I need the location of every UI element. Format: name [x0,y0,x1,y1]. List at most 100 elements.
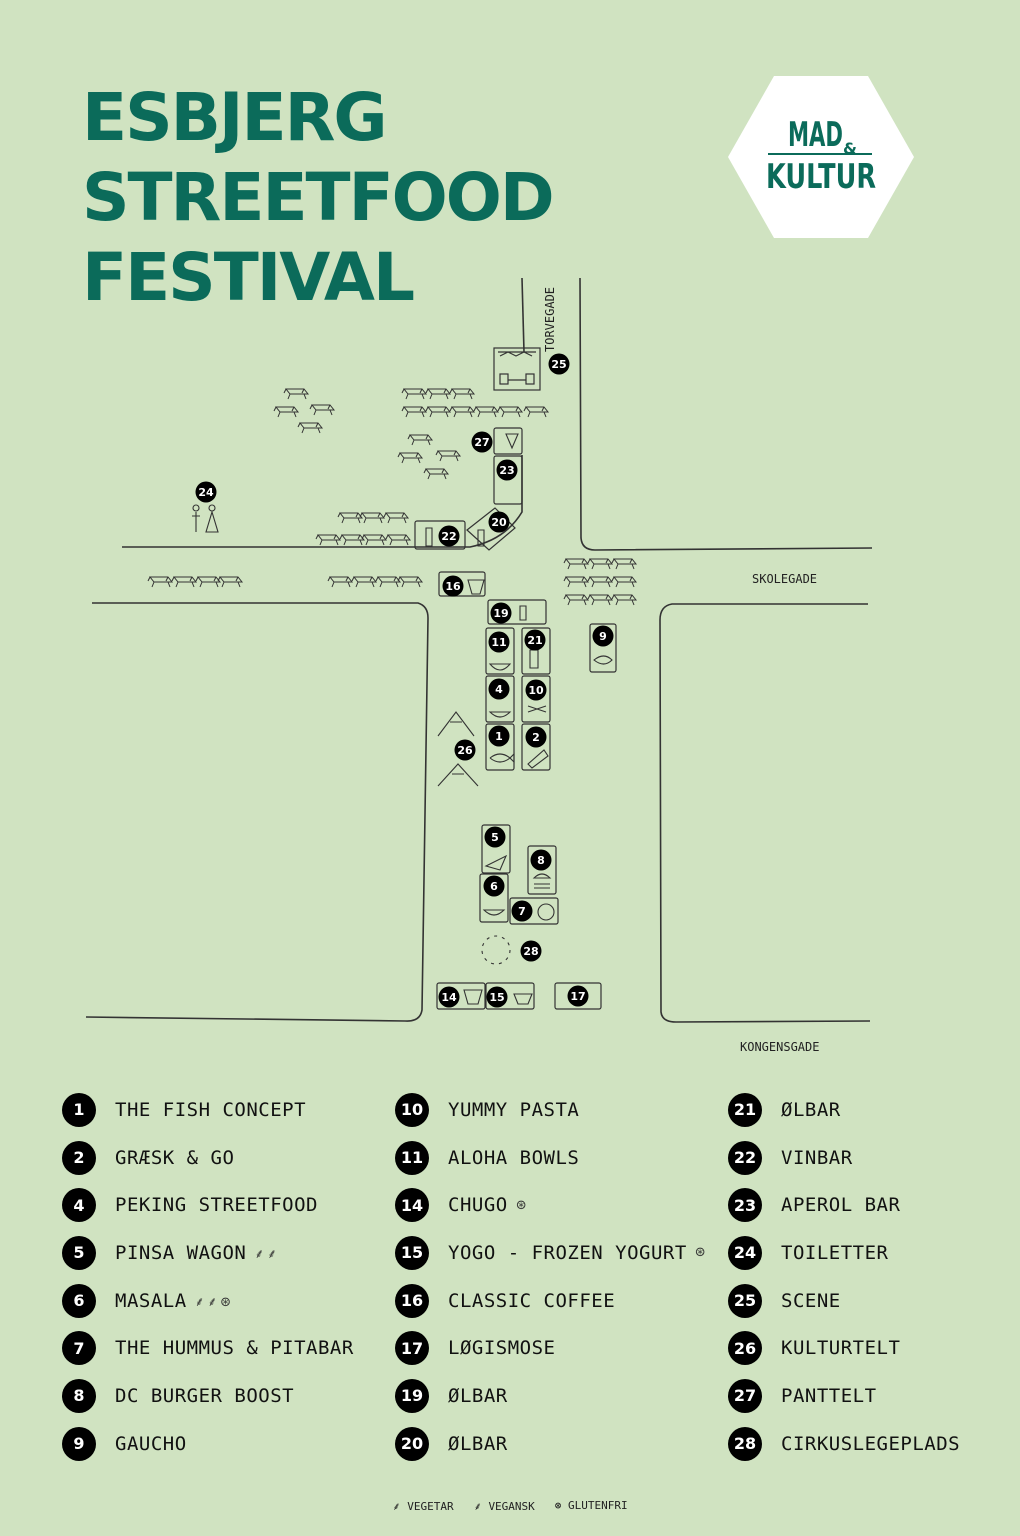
picnic-table-icon [407,434,434,446]
title-line: FESTIVAL [82,239,415,316]
marker-number: 2 [532,731,540,744]
map-marker[interactable]: 11 [488,631,510,653]
picnic-table-icon [425,406,452,418]
map-marker[interactable]: 7 [511,900,533,922]
map-marker[interactable]: 26 [454,739,476,761]
map-marker[interactable]: 23 [496,459,518,481]
picnic-table-icon [383,512,410,524]
marker-circle [548,353,570,375]
map-marker[interactable]: 20 [488,511,510,533]
map-marker[interactable]: 22 [438,525,460,547]
map-marker[interactable]: 19 [490,602,512,624]
marker-circle [195,481,217,503]
marker-number: 19 [493,607,508,620]
street-line [122,455,523,548]
booth-17 [554,982,602,1010]
legend-vendor-name: THE FISH CONCEPT [115,1098,307,1121]
picnic-table-icon [195,576,222,588]
picnic-table-icon [563,558,590,570]
legend-number-badge: 28 [728,1426,762,1461]
festival-title: ESBJERG STREETFOOD FESTIVAL [82,78,555,318]
picnic-table-icon [397,576,424,588]
map-marker[interactable]: 10 [525,679,547,701]
booth-19 [487,599,547,625]
logo-line2: KULTUR [766,157,876,197]
legend-vendor-name: PEKING STREETFOOD [115,1194,318,1217]
booth-16 [438,571,486,597]
map-marker[interactable]: 25 [548,353,570,375]
picnic-table-icon [563,576,590,588]
picnic-table-icon [563,594,590,606]
legend-number-badge: 22 [728,1140,762,1175]
map-marker[interactable]: 27 [471,431,493,453]
logo-line1: MAD [788,115,843,155]
picnic-table-icon [337,512,364,524]
map-marker[interactable]: 17 [567,985,589,1007]
legend-vendor-name: YOGO - FROZEN YOGURT [448,1241,687,1264]
marker-number: 1 [495,730,503,743]
vegansk-key: ⸙ VEGANSK [473,1500,535,1513]
marker-number: 16 [445,580,461,593]
vegetar-key: ⸙ VEGETAR [392,1500,454,1513]
booth-2 [521,723,551,771]
picnic-table-icon [401,388,428,400]
marker-circle [471,431,493,453]
picnic-table-icon [611,558,638,570]
picnic-table-icon [351,576,378,588]
legend-vendor-name: APEROL BAR [781,1194,901,1217]
picnic-table-icon [449,406,476,418]
map-marker[interactable]: 4 [488,678,510,700]
map-marker[interactable]: 14 [438,986,460,1008]
marker-circle [520,940,542,962]
booth-10 [521,675,551,723]
legend-vendor-name: THE HUMMUS & PITABAR [115,1337,354,1360]
marker-number: 8 [537,854,545,867]
marker-number: 15 [489,991,504,1004]
marker-circle [483,875,505,897]
pita-icon [537,903,555,921]
booth-20 [466,507,516,551]
legend-item: 28 CIRKUSLEGEPLADS [728,1420,968,1468]
legend-number-badge: 8 [62,1378,96,1413]
map-marker[interactable]: 15 [486,986,508,1008]
map-marker[interactable]: 21 [524,629,546,651]
map-marker[interactable]: 16 [442,575,464,597]
legend-number-badge: 26 [728,1331,762,1366]
marker-circle [592,625,614,647]
map-marker[interactable]: 2 [525,726,547,748]
marker-number: 4 [495,683,503,696]
marker-number: 21 [527,634,542,647]
map-marker[interactable]: 1 [488,725,510,747]
street-line [579,277,873,551]
legend-number-badge: 4 [62,1188,96,1223]
legend-vendor-name: ØLBAR [781,1098,841,1121]
map-marker[interactable]: 5 [484,826,506,848]
marker-circle [488,725,510,747]
legend-vendor-name: CHUGO [448,1194,508,1217]
picnic-table-icon [147,576,174,588]
marker-circle [511,900,533,922]
map-marker[interactable]: 28 [520,940,542,962]
pasta-icon [527,705,547,713]
marker-number: 27 [474,436,489,449]
circus-icon [481,935,511,965]
picnic-table-icon [385,534,412,546]
map-marker[interactable]: 9 [592,625,614,647]
marker-circle [488,631,510,653]
map-marker[interactable]: 24 [195,481,217,503]
legend-vendor-name: YUMMY PASTA [448,1098,580,1121]
street-kongensgade: KONGENSGADE [740,1040,819,1054]
map-marker[interactable]: 8 [530,849,552,871]
title-line: STREETFOOD [82,159,555,236]
marker-number: 5 [491,831,499,844]
legend-vendor-name: CIRKUSLEGEPLADS [781,1432,961,1455]
map-marker[interactable]: 6 [483,875,505,897]
fries-icon [463,989,483,1005]
legend-vendor-name: CLASSIC COFFEE [448,1289,616,1312]
